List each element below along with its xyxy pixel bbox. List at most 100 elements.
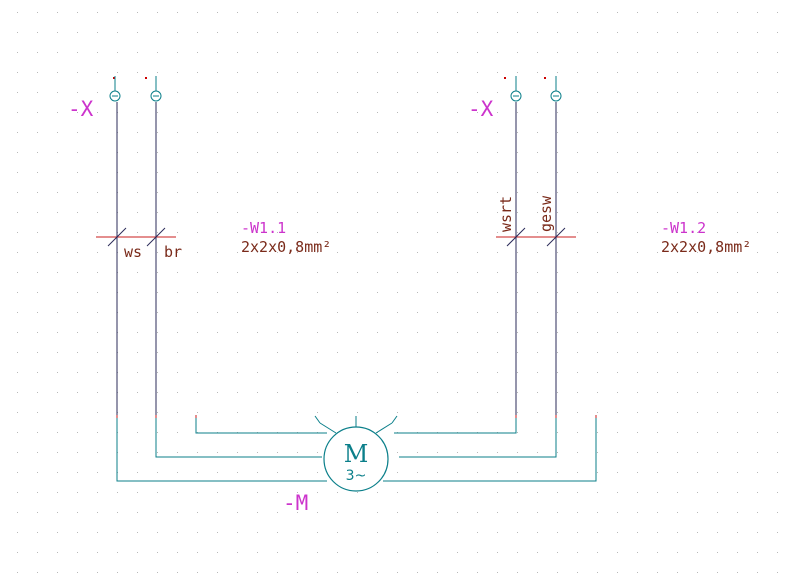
grid-dot [557, 52, 558, 53]
grid-dot [37, 432, 38, 433]
grid-dot [297, 132, 298, 133]
grid-dot [177, 132, 178, 133]
grid-dot [757, 492, 758, 493]
grid-dot [157, 552, 158, 553]
grid-dot [697, 352, 698, 353]
grid-dot [657, 52, 658, 53]
grid-dot [557, 112, 558, 113]
grid-dot [697, 292, 698, 293]
motor-symbol[interactable]: M 3~ -M [283, 426, 389, 515]
cable-w1-2[interactable]: wsrt gesw -W1.2 2x2x0,8mm² [496, 195, 751, 256]
grid-dot [277, 232, 278, 233]
grid-dot [237, 32, 238, 33]
grid-dot [277, 452, 278, 453]
motor-wire[interactable] [195, 418, 327, 434]
motor-wire[interactable] [116, 418, 327, 482]
grid-dot [257, 132, 258, 133]
grid-dot [377, 152, 378, 153]
motor-circle[interactable] [323, 426, 389, 492]
grid-dot [217, 132, 218, 133]
grid-dot [537, 152, 538, 153]
grid-dot [237, 312, 238, 313]
grid-dot [657, 232, 658, 233]
grid-dot [17, 92, 18, 93]
grid-dot [737, 152, 738, 153]
grid-dot [217, 492, 218, 493]
grid-dot [437, 452, 438, 453]
grid-dot [377, 252, 378, 253]
terminal-group-left[interactable]: -X [68, 76, 162, 121]
grid-dot [377, 172, 378, 173]
grid-dot [317, 312, 318, 313]
grid-dot [97, 532, 98, 533]
grid-dot [157, 232, 158, 233]
grid-dot [217, 332, 218, 333]
grid-dot [277, 532, 278, 533]
grid-dot [157, 252, 158, 253]
grid-dot [297, 552, 298, 553]
grid-dot [17, 172, 18, 173]
motor-wire[interactable] [383, 418, 597, 482]
grid-dot [517, 532, 518, 533]
grid-dot [177, 192, 178, 193]
grid-dot [577, 152, 578, 153]
motor-wire[interactable] [155, 418, 322, 458]
grid-dot [657, 312, 658, 313]
grid-dot [357, 112, 358, 113]
grid-dot [77, 492, 78, 493]
grid-dot [677, 392, 678, 393]
grid-dot [517, 432, 518, 433]
grid-dot [637, 232, 638, 233]
grid-dot [57, 492, 58, 493]
grid-dot [717, 12, 718, 13]
grid-dot [37, 372, 38, 373]
grid-dot [317, 212, 318, 213]
grid-dot [17, 152, 18, 153]
grid-dot [357, 12, 358, 13]
grid-dot [277, 52, 278, 53]
grid-dot [37, 552, 38, 553]
grid-dot [777, 552, 778, 553]
grid-dot [197, 532, 198, 533]
grid-dot [417, 172, 418, 173]
grid-dot [77, 472, 78, 473]
grid-dot [357, 32, 358, 33]
grid-dot [157, 392, 158, 393]
grid-dot [377, 332, 378, 333]
grid-dot [257, 252, 258, 253]
grid-dot [57, 12, 58, 13]
grid-dot [657, 272, 658, 273]
grid-dot [157, 132, 158, 133]
grid-dot [537, 192, 538, 193]
grid-dot [217, 172, 218, 173]
grid-dot [677, 92, 678, 93]
grid-dot [477, 292, 478, 293]
grid-dot [557, 352, 558, 353]
motor-wire[interactable] [399, 418, 557, 458]
grid-dot [417, 552, 418, 553]
grid-dot [57, 272, 58, 273]
grid-dot [597, 492, 598, 493]
grid-dot [757, 192, 758, 193]
grid-dot [157, 152, 158, 153]
grid-dot [697, 212, 698, 213]
grid-dot [377, 512, 378, 513]
terminal-group-right[interactable]: -X [468, 76, 562, 121]
grid-dot [337, 332, 338, 333]
grid-dot [757, 332, 758, 333]
grid-dot [417, 532, 418, 533]
cable-w1-1[interactable]: ws br -W1.1 2x2x0,8mm² [96, 219, 331, 261]
grid-dot [497, 32, 498, 33]
grid-dot [137, 532, 138, 533]
grid-dot [137, 412, 138, 413]
grid-dot [637, 252, 638, 253]
grid-dot [197, 332, 198, 333]
motor-wire[interactable] [394, 418, 517, 434]
core-label-gesw: gesw [537, 195, 555, 232]
grid-dot [177, 452, 178, 453]
grid-dot [297, 492, 298, 493]
core-label-wsrt: wsrt [497, 196, 515, 232]
grid-dot [757, 52, 758, 53]
grid-dot [57, 192, 58, 193]
grid-dot [637, 412, 638, 413]
